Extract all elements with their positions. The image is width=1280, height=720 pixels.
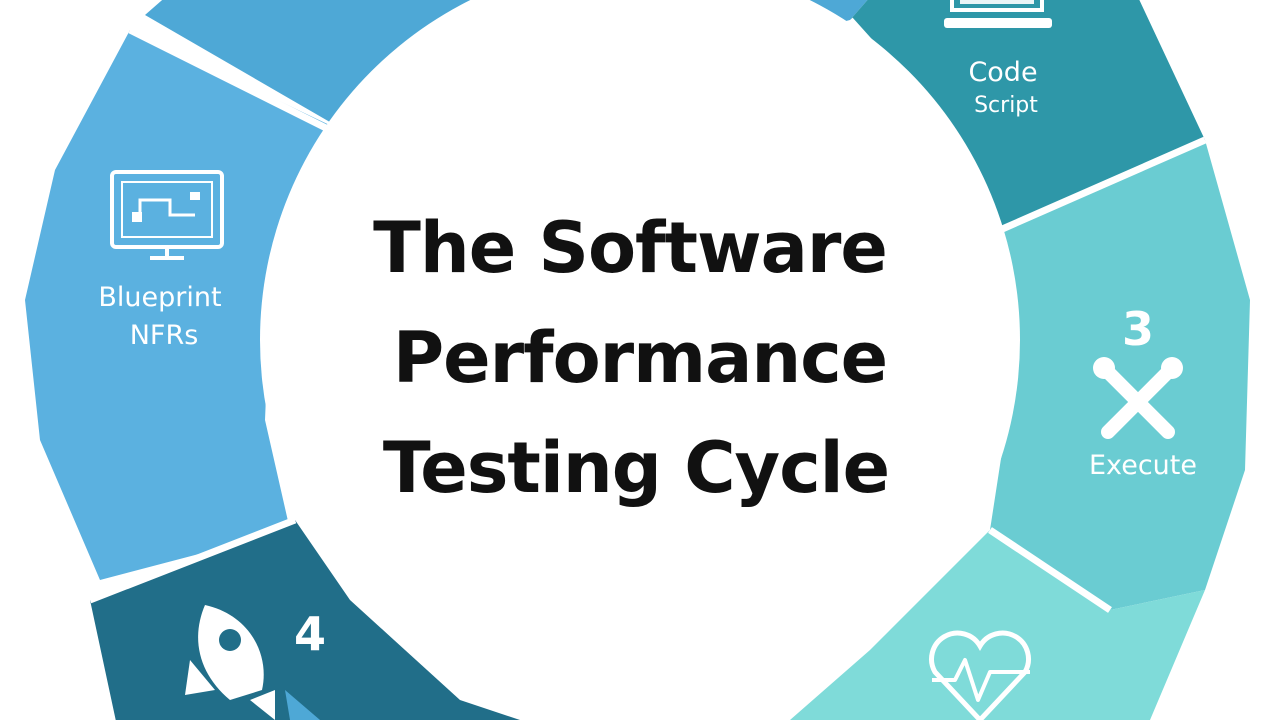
rocket-icon (185, 605, 320, 720)
blueprint-label: Blueprint (98, 282, 221, 313)
script-label: Script (974, 93, 1038, 118)
title-line-3: Testing Cycle (383, 427, 889, 509)
title-line-2: Performance (393, 317, 887, 399)
stage-number-4: 4 (294, 607, 326, 661)
code-label: Code (968, 57, 1037, 88)
stage-number-3: 3 (1122, 302, 1154, 356)
monitor-icon (110, 170, 224, 260)
segment-code (850, 0, 1205, 230)
center-circle (260, 0, 1020, 720)
execute-label: Execute (1089, 450, 1197, 481)
nfrs-label: NFRs (130, 320, 199, 351)
heartbeat-icon (929, 630, 1031, 720)
tools-icon (1093, 357, 1183, 439)
segment-blueprint (25, 30, 340, 580)
title-line-1: The Software (373, 207, 887, 289)
laptop-icon (944, 0, 1052, 28)
segment-monitor (790, 530, 1205, 720)
